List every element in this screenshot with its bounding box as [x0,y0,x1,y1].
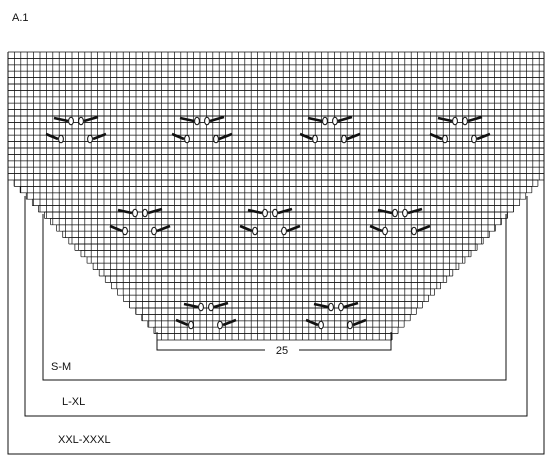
leaf-cable-symbol [45,115,107,144]
leaf-cable-symbol [171,115,233,144]
chart-title: A.1 [12,12,29,24]
leaf-cable-symbol [305,301,367,330]
stitch-count-label: 25 [276,345,288,357]
leaf-cable-symbol [429,115,491,144]
size-frames [7,52,545,455]
size-label-s-m: S-M [51,361,71,373]
size-label-l-xl: L-XL [62,396,85,408]
leaf-cable-symbol [299,115,361,144]
stitch-symbols [45,115,491,330]
size-frame-xxl-xxxl [7,52,545,455]
size-frame-s-m [42,214,507,381]
size-frame-l-xl [24,196,528,417]
leaf-cable-symbol [369,207,431,236]
size-label-xxl-xxxl: XXL-XXXL [58,434,111,446]
leaf-cable-symbol [109,207,171,236]
stitch-grid [7,51,545,341]
stitch-count-bracket [156,332,392,351]
leaf-cable-symbol [239,207,301,236]
leaf-cable-symbol [175,301,237,330]
